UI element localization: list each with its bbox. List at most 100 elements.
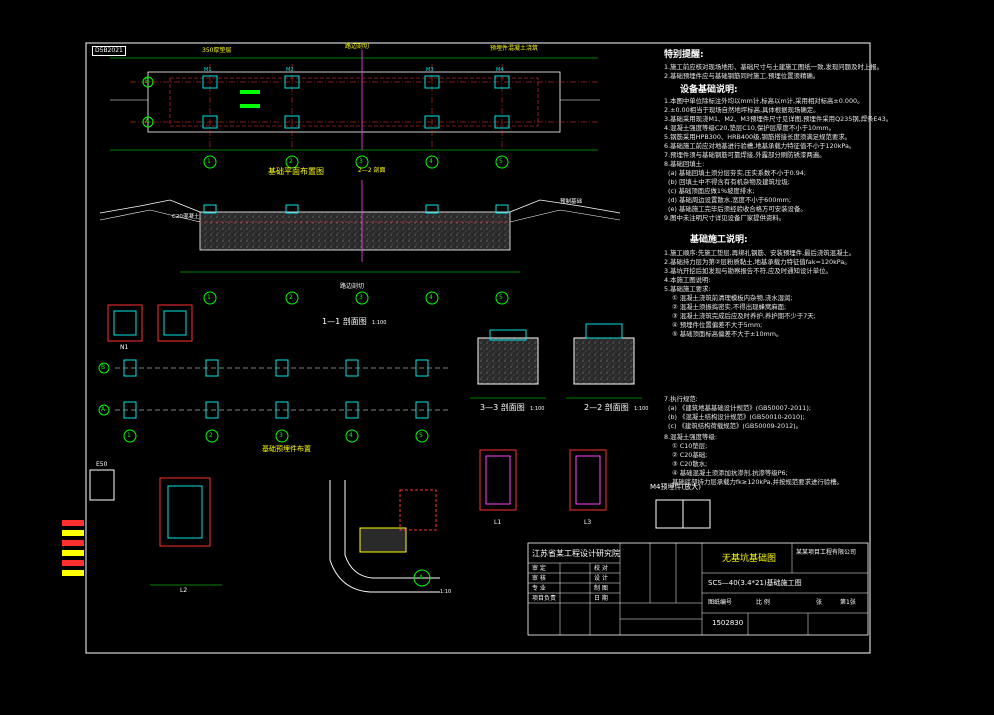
axis-4: 4 (429, 158, 433, 165)
axis-5-grid: 5 (419, 432, 423, 439)
axis-2: 2 (289, 158, 293, 165)
tb-row1-c1: 审 定 (532, 565, 546, 572)
foundation-grid-plan (98, 304, 450, 443)
tb-field-1: 图纸编号 (708, 599, 733, 606)
design-item-7: 7.预埋件须与基础钢筋可靠焊接,外露部分刷防锈漆两遍。 (664, 151, 826, 159)
tb-row2-c3: 设 计 (594, 575, 608, 582)
standards-heading: 7.执行规范: (664, 395, 698, 403)
project-name: 某某项目工程有限公司 (796, 549, 857, 556)
concrete-5: 基础底部持力层承载力fk≥120kPa,并按规范要求进行验槽。 (672, 478, 843, 486)
construction-sub-5: ⑤ 基础顶面标高偏差不大于±10mm。 (672, 330, 783, 338)
notes-heading: 特别提醒: (664, 50, 704, 60)
label-l2: L2 (180, 587, 188, 594)
design-item-2: 2.±0.00相当于现场自然地坪标高,具体根据现场确定。 (664, 106, 820, 114)
small-sections (470, 323, 642, 399)
annotation-bottom-center: 路边剖切 (340, 283, 365, 290)
sheet-code: 1502830 (712, 619, 744, 627)
standard-c: (c) 《建筑结构荷载规范》(GB50009-2012)。 (668, 422, 803, 430)
section-1-title: 1—1 剖面图 (322, 317, 367, 326)
design-sub-e: (e) 基础施工完毕后须经验收合格方可安装设备。 (668, 205, 807, 213)
m4-title: M4预埋件(放大) (650, 483, 701, 491)
design-sub-c: (c) 基础顶面应做1%坡度排水; (668, 187, 755, 195)
detail-a-scale: 1:10 (440, 589, 452, 595)
label-l1: L1 (494, 519, 502, 526)
design-item-6: 6.基础施工前应对地基进行验槽,地基承载力特征值不小于120kPa。 (664, 142, 856, 150)
standard-b: (b) 《混凝土结构设计规范》(GB50010-2010); (668, 413, 805, 421)
axis-5: 5 (499, 158, 503, 165)
tb-field-3: 张 (816, 599, 823, 606)
label-m3: M3 (426, 67, 434, 73)
section-2-scale: 1:100 (634, 406, 649, 412)
construction-item-3: 3.基坑开挖后如发现与勘察报告不符,应及时通知设计单位。 (664, 267, 832, 275)
label-n1: N1 (120, 344, 129, 351)
axis-1-section: 1 (207, 294, 211, 301)
axis-5-section: 5 (499, 294, 503, 301)
concrete-2: ② C20基础; (672, 451, 708, 459)
label-detail-a: A (419, 574, 424, 581)
section-3-scale: 1:100 (530, 406, 545, 412)
design-sub-b: (b) 回填土中不得含有有机杂物及建筑垃圾; (668, 178, 790, 186)
annotation-top-left: 350厚垫层 (202, 47, 232, 54)
design-sub-a: (a) 基础回填土须分层夯实,压实系数不小于0.94; (668, 169, 806, 177)
tb-row4-c1: 项目负责 (532, 595, 557, 602)
label-l3: L3 (584, 519, 592, 526)
design-sub-f: 9.图中未注明尺寸详见设备厂家提供资料。 (664, 214, 786, 222)
tb-row1-c3: 校 对 (594, 565, 608, 572)
axis-4-grid: 4 (349, 432, 353, 439)
construction-sub-2: ② 混凝土须振捣密实,不得出现蜂窝麻面; (672, 303, 787, 311)
construction-sub-4: ④ 预埋件位置偏差不大于5mm; (672, 321, 763, 329)
axis-4-section: 4 (429, 294, 433, 301)
design-sub-d: (d) 基础周边设置散水,宽度不小于600mm; (668, 196, 791, 204)
construction-item-4: 4.本施工图说明: (664, 276, 711, 284)
annotation-section-right: 预制基础 (560, 199, 583, 205)
label-m2: M2 (286, 67, 294, 73)
concrete-4: ④ 基础混凝土须添加抗渗剂,抗渗等级P6; (672, 469, 788, 477)
axis-b: B (145, 78, 150, 85)
design-item-4: 4.混凝土强度等级C20,垫层C10,保护层厚度不小于10mm。 (664, 124, 835, 132)
section-3-title: 3—3 剖面图 (480, 403, 525, 412)
reminder-1: 1.施工前应核对现场地形、基础尺寸与土建施工图纸一致,发现问题及时上报。 (664, 63, 884, 71)
label-m1: M1 (204, 67, 212, 73)
reminder-2: 2.基础预埋件应与基础钢筋同时施工,预埋位置须精确。 (664, 72, 820, 80)
label-e50: E50 (96, 461, 108, 468)
design-item-3: 3.基础采用现浇M1、M2、M3预埋件尺寸见详图,预埋件采用Q235钢,焊条E4… (664, 115, 893, 123)
axis-3-grid: 3 (279, 432, 283, 439)
axis-b-grid: B (101, 364, 106, 371)
layer-legend (62, 520, 84, 576)
construction-item-5: 5.基础施工要求: (664, 285, 711, 293)
tb-field-2: 比 例 (756, 599, 770, 606)
annotation-plan-note: 2—2 剖面 (358, 167, 386, 174)
annotation-top-right: 预埋件混凝土浇筑 (490, 45, 539, 52)
drawing-stamp: D5B2021 (92, 46, 126, 56)
section-1-scale: 1:100 (372, 320, 387, 326)
drawing-name: 无基坑基础图 (722, 554, 777, 564)
axis-2-section: 2 (289, 294, 293, 301)
standard-a: (a) 《建筑地基基础设计规范》(GB50007-2011); (668, 404, 811, 412)
construction-sub-1: ① 混凝土浇筑前清理模板内杂物,浇水湿润; (672, 294, 793, 302)
title-block-lines (527, 542, 869, 636)
section-1-1 (99, 180, 621, 305)
axis-3-section: 3 (359, 294, 363, 301)
drawing-border (85, 42, 871, 654)
tb-row4-c3: 日 期 (594, 595, 608, 602)
design-heading: 设备基础说明: (680, 85, 738, 95)
institute-name: 江苏省某工程设计研究院 (532, 549, 620, 558)
drawing-number: SCS—40(3.4*21)基础施工图 (708, 579, 802, 587)
construction-sub-3: ③ 混凝土浇筑完成后应及时养护,养护期不少于7天; (672, 312, 816, 320)
annotation-top-center: 路边剖切 (345, 43, 370, 50)
section-2-title: 2—2 剖面图 (584, 403, 629, 412)
label-m4: M4 (496, 67, 504, 73)
axis-1-grid: 1 (127, 432, 131, 439)
embed-title: 基础预埋件布置 (262, 445, 311, 453)
tb-row3-c3: 制 图 (594, 585, 608, 592)
construction-heading: 基础施工说明: (690, 235, 748, 245)
plan-title: 基础平面布置图 (268, 167, 324, 176)
tb-row2-c1: 审 核 (532, 575, 546, 582)
annotation-section-left: C20混凝土 (172, 214, 200, 220)
plan-view (110, 50, 600, 169)
axis-3: 3 (359, 158, 363, 165)
design-item-8: 8.基础回填土: (664, 160, 705, 168)
axis-2-grid: 2 (209, 432, 213, 439)
